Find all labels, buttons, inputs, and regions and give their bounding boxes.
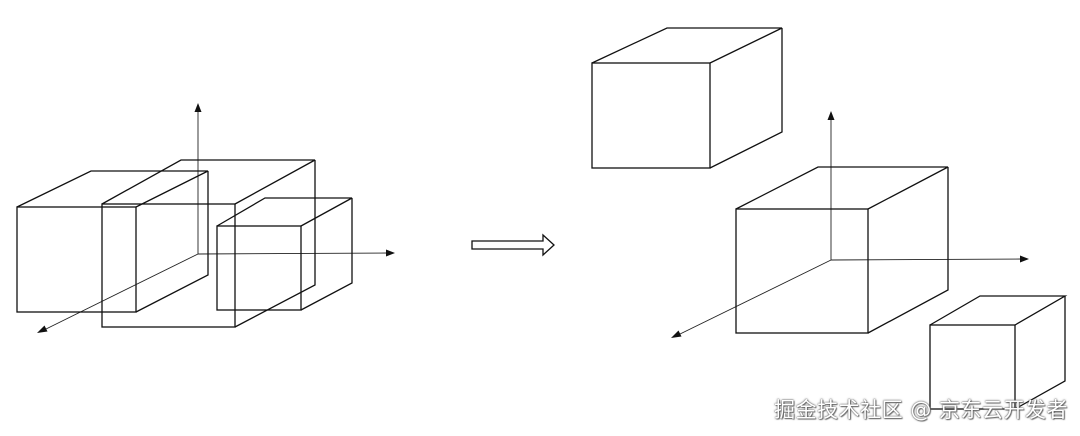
- right-top-cube-front: [591, 62, 711, 169]
- right-y-arrowhead: [671, 330, 682, 338]
- left-y-axis: [43, 253, 199, 331]
- left-cube-b-top: [216, 197, 353, 227]
- left-large-box-top: [101, 159, 316, 205]
- right-bottom-cube-top: [929, 295, 1068, 326]
- right-middle-cube-top: [735, 166, 949, 210]
- right-axes: [671, 111, 1029, 338]
- right-y-axis: [677, 259, 832, 336]
- right-x-arrowhead: [1020, 255, 1029, 263]
- left-cube-b-front: [216, 225, 302, 311]
- right-middle-cube: [735, 166, 949, 334]
- left-cube-b: [216, 197, 353, 311]
- right-x-axis: [830, 258, 1023, 261]
- right-panel: [591, 27, 1068, 410]
- right-bottom-cube: [929, 295, 1068, 410]
- watermark-text: 掘金技术社区 @ 京东云开发者: [774, 398, 1068, 422]
- left-z-arrowhead: [194, 103, 202, 112]
- left-cube-a-side: [135, 171, 209, 313]
- left-cube-a: [16, 170, 209, 313]
- left-panel: [16, 103, 395, 333]
- right-top-cube: [591, 27, 783, 169]
- left-large-box: [101, 159, 316, 328]
- right-bottom-cube-front: [929, 324, 1016, 410]
- left-large-box-side: [234, 160, 316, 328]
- right-z-arrowhead: [827, 111, 835, 120]
- left-axes: [37, 103, 395, 333]
- left-cube-a-front: [16, 206, 137, 313]
- left-x-axis: [197, 252, 389, 255]
- right-middle-cube-side: [867, 167, 949, 334]
- left-x-arrowhead: [386, 249, 395, 257]
- transition-arrow: [471, 233, 555, 257]
- right-top-cube-top: [591, 27, 783, 64]
- right-middle-cube-front: [735, 208, 869, 334]
- left-cube-a-top: [16, 170, 209, 208]
- right-top-cube-side: [709, 28, 783, 169]
- right-bottom-cube-side: [1014, 296, 1066, 410]
- left-cube-b-side: [300, 198, 353, 311]
- left-large-box-front: [101, 203, 236, 328]
- left-y-arrowhead: [37, 325, 48, 333]
